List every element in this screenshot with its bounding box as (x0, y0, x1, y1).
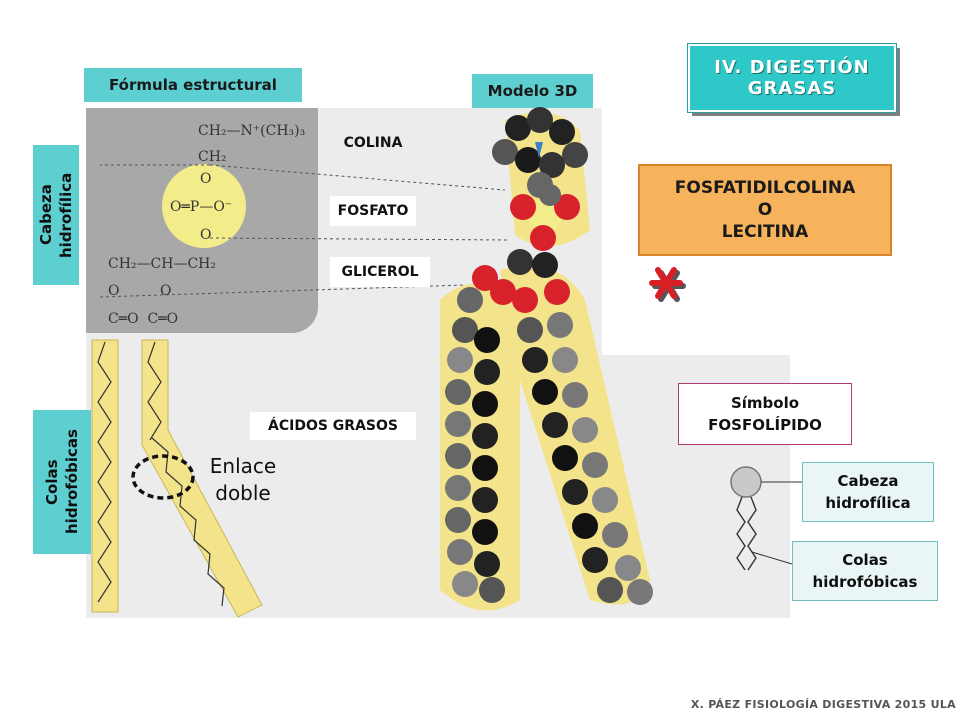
label-fatty-acids: ÁCIDOS GRASOS (250, 412, 416, 440)
model-header: Modelo 3D (472, 74, 593, 108)
model-phosphate (510, 184, 580, 251)
formula-row1: CH₂—N⁺(CH₃)₃ (198, 123, 306, 139)
phosphate-circle (162, 164, 246, 248)
label-choline: COLINA (330, 130, 416, 156)
figure-background-lower (86, 355, 790, 618)
model-glycerol (457, 249, 570, 313)
tails-side-label: Colas hidrofóbicas (33, 410, 91, 554)
double-bond-ellipse (131, 454, 195, 500)
slide-title: IV. DIGESTIÓN GRASAS (687, 43, 897, 113)
asterisk-icon (649, 267, 686, 302)
formula-o2: O (200, 227, 212, 243)
head-side-label: Cabeza hidrofílica (33, 145, 79, 285)
phospholipid-symbol (730, 466, 802, 571)
footer-credit: X. PÁEZ FISIOLOGÍA DIGESTIVA 2015 ULA (690, 698, 956, 711)
formula-glycerol: CH₂—CH—CH₂ (108, 256, 216, 272)
model-left-tail (445, 317, 505, 603)
molecule-name-box: FOSFATIDILCOLINA O LECITINA (638, 164, 892, 256)
label-phosphate: FOSFATO (330, 196, 416, 226)
model-right-tail (517, 312, 653, 605)
double-bond-label: Enlace doble (209, 454, 277, 505)
formula-p-row: O═P—O⁻ (170, 199, 233, 215)
formula-o4: O (160, 283, 172, 299)
formula-ester: C═O C═O (108, 311, 179, 327)
formula-row2: CH₂ (198, 149, 227, 165)
symbol-box: Símbolo FOSFOLÍPIDO (678, 383, 852, 445)
zigzag-tails (91, 339, 263, 618)
symbol-tails-label: Colas hidrofóbicas (792, 541, 938, 601)
formula-o1: O (200, 171, 212, 187)
formula-o3: O (108, 283, 120, 299)
formula-text: CH₂—N⁺(CH₃)₃ CH₂ O O═P—O⁻ O CH₂—CH—CH₂ O… (90, 115, 315, 330)
model-choline (492, 107, 588, 198)
symbol-head-label: Cabeza hidrofílica (802, 462, 934, 522)
label-glycerol: GLICEROL (330, 257, 430, 287)
formula-header: Fórmula estructural (84, 68, 302, 102)
